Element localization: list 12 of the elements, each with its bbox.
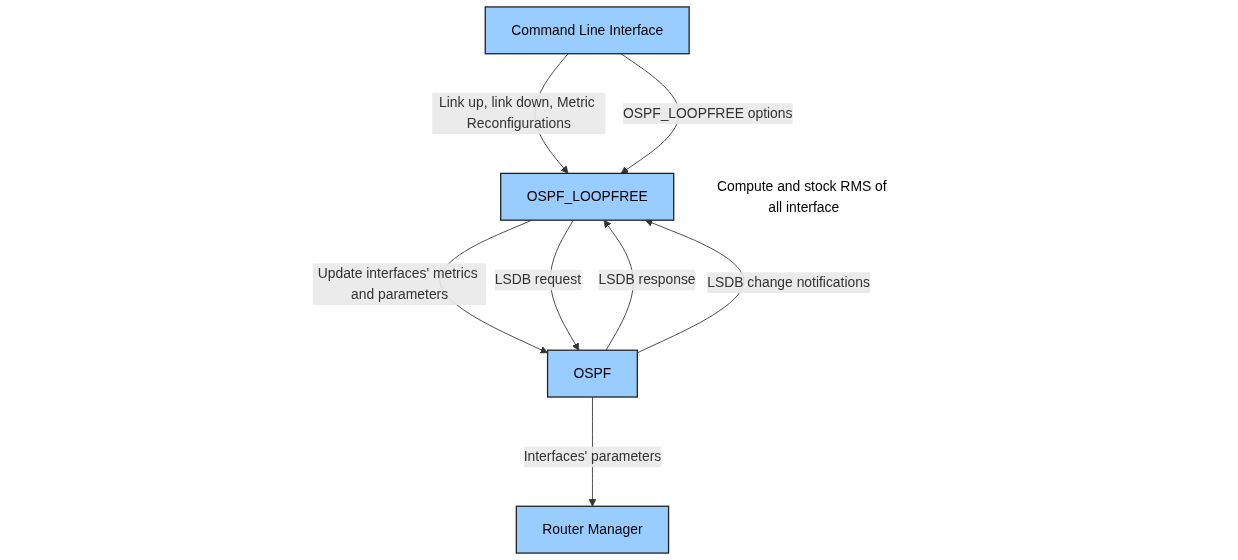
node-box: Router Manager	[515, 505, 670, 554]
node-box: OSPF_LOOPFREE	[500, 172, 675, 221]
edge-label: LSDB response	[598, 272, 696, 287]
edge-label: OSPF_LOOPFREE options	[622, 105, 793, 121]
edge-label: Link up, link down, Metric Reconfigurations	[439, 95, 595, 131]
edge-label: Interfaces' parameters	[523, 449, 662, 464]
edge-label: LSDB change notifications	[707, 274, 870, 290]
node-box: Command Line Interface	[484, 6, 690, 55]
node-label: Compute and stock RMS of all interface	[717, 178, 887, 215]
edge-label: Update interfaces' metrics and parameters	[317, 265, 478, 302]
edge-label: LSDB request	[494, 272, 582, 287]
node-box: OSPF	[546, 349, 638, 398]
